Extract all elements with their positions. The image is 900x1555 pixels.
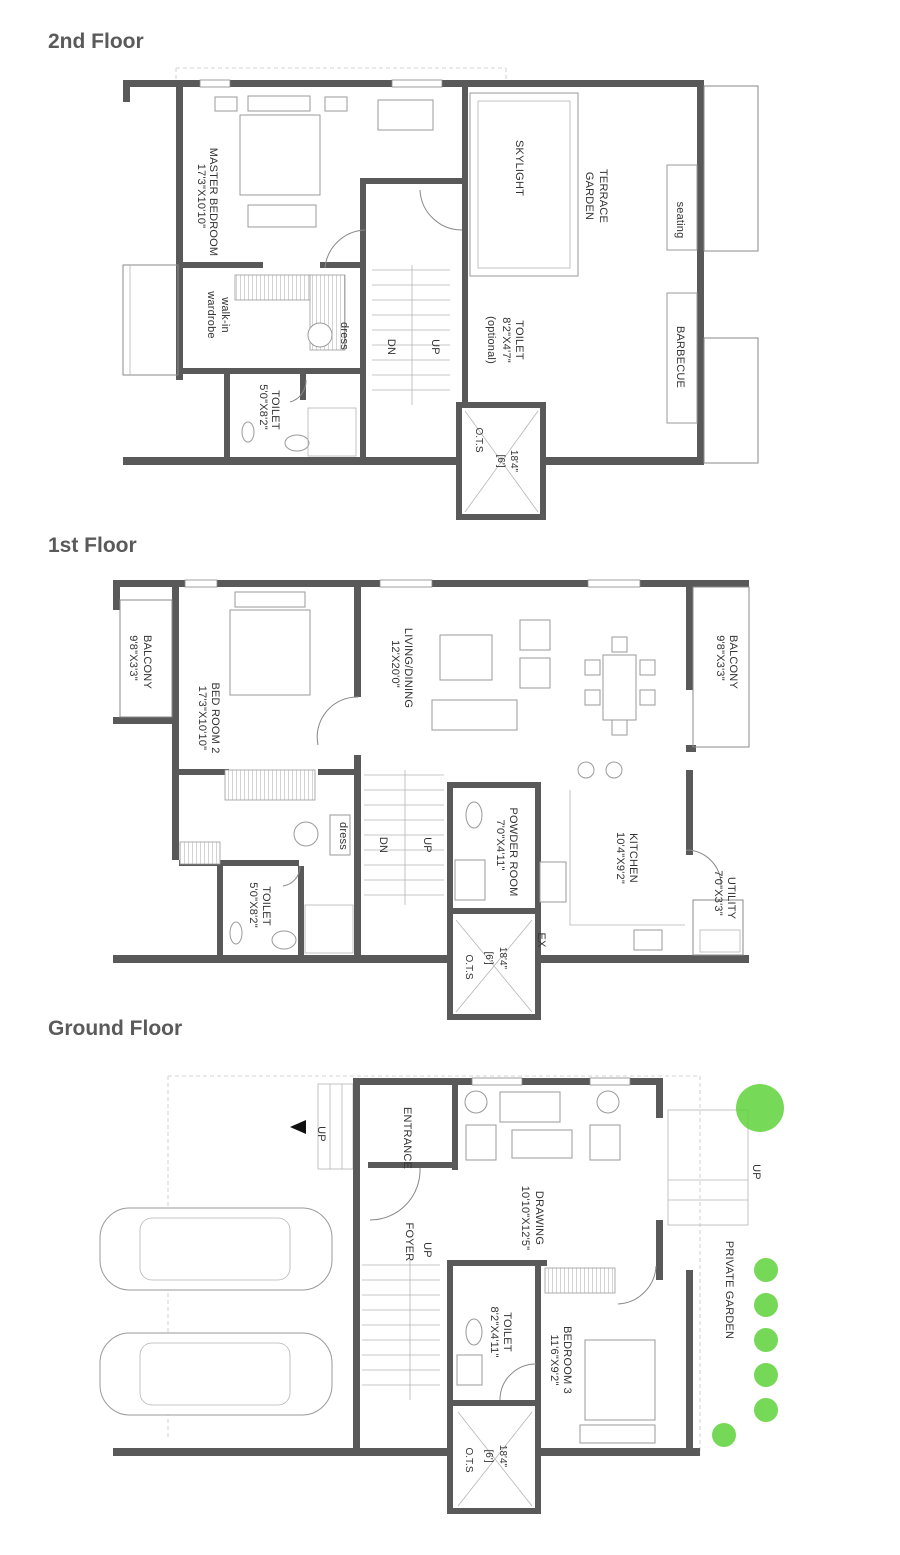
label-dn-1: DN xyxy=(377,837,389,853)
label-master-bedroom: MASTER BEDROOM xyxy=(207,148,219,257)
label-entrance: ENTRANCE xyxy=(401,1107,413,1169)
label-up-stair: UP xyxy=(421,1242,433,1258)
label-up-garden: UP xyxy=(750,1164,762,1180)
label-foyer: FOYER xyxy=(403,1223,415,1262)
label-toilet-optional: TOILET xyxy=(513,320,525,360)
label-dn-2: DN xyxy=(385,339,397,355)
label-utility-size: 7'0"X3'3" xyxy=(712,870,724,916)
label-lift-2: 18'4" xyxy=(508,450,519,473)
label-lift-g-size: [6'] xyxy=(483,1449,494,1462)
label-balcony-right-size: 9'8"X3'3" xyxy=(714,635,726,681)
floor-title-ground: Ground Floor xyxy=(48,1017,183,1040)
label-powder-room: POWDER ROOM xyxy=(507,808,519,897)
plan-1st-floor xyxy=(113,579,750,1020)
label-bedroom-3: BEDROOM 3 xyxy=(561,1326,573,1394)
label-skylight: SKYLIGHT xyxy=(513,140,525,196)
label-balcony-left: BALCONY xyxy=(141,635,153,689)
label-terrace: TERRACE xyxy=(597,169,609,223)
label-toilet-optional-note: (optional) xyxy=(485,316,497,364)
label-seating: seating xyxy=(674,202,686,239)
label-toilet-g: TOILET xyxy=(501,1312,513,1352)
label-bedroom-3-size: 11'6"X9'2" xyxy=(548,1334,560,1385)
label-master-bedroom-size: 17'3"X10'10" xyxy=(195,164,207,229)
label-drawing-size: 10'10"X12'5" xyxy=(519,1186,531,1251)
label-toilet-optional-size: 8'2"X4'7" xyxy=(500,317,512,363)
label-bedroom-2-size: 17'3"X10'10" xyxy=(196,686,208,751)
label-lift-1-size: [6'] xyxy=(483,951,494,964)
label-powder-room-size: 7'0"X4'11" xyxy=(494,819,506,870)
label-garden: GARDEN xyxy=(583,172,595,220)
floor-title-1st: 1st Floor xyxy=(48,534,137,557)
label-kitchen: KITCHEN xyxy=(627,833,639,883)
label-lift-1: 18'4" xyxy=(497,947,508,970)
label-living: LIVING/DINING xyxy=(402,628,414,708)
label-toilet-1: TOILET xyxy=(260,886,272,926)
label-lift-2-size: [6'] xyxy=(495,454,506,467)
label-private-garden: PRIVATE GARDEN xyxy=(723,1241,735,1339)
label-up-entry: UP xyxy=(315,1126,327,1142)
label-kitchen-size: 10'4"X9'2" xyxy=(614,832,626,884)
floor-title-2nd: 2nd Floor xyxy=(48,30,144,53)
label-bedroom-2: BED ROOM 2 xyxy=(209,682,221,753)
label-walkin: walk-in xyxy=(219,296,231,333)
label-drawing: DRAWING xyxy=(533,1191,545,1245)
label-ots-2: O.T.S xyxy=(473,427,484,452)
label-up-1: UP xyxy=(421,837,433,853)
label-ex: EX xyxy=(535,932,547,948)
label-ots-g: O.T.S xyxy=(463,1447,474,1472)
label-living-size: 12'X20'0" xyxy=(389,640,401,688)
plan-2nd-floor xyxy=(122,67,759,520)
label-toilet-1-size: 5'0"X8'2" xyxy=(247,882,259,928)
label-balcony-left-size: 9'8"X3'3" xyxy=(127,635,139,681)
label-toilet-g-size: 8'2"X4'11" xyxy=(488,1306,500,1357)
label-toilet-2: TOILET xyxy=(269,390,281,430)
label-ots-1: O.T.S xyxy=(463,954,474,979)
label-wardrobe: wardrobe xyxy=(205,290,217,338)
plan-ground-floor xyxy=(99,1075,784,1514)
label-dress-1: dress xyxy=(337,822,349,850)
label-balcony-right: BALCONY xyxy=(727,635,739,689)
label-dress-2: dress xyxy=(338,322,350,350)
label-lift-g: 18'4" xyxy=(497,1445,508,1468)
label-utility: UTILITY xyxy=(725,877,737,920)
label-barbecue: BARBECUE xyxy=(674,326,686,388)
label-up-2: UP xyxy=(429,339,441,355)
label-toilet-2-size: 5'0"X8'2" xyxy=(257,384,269,430)
